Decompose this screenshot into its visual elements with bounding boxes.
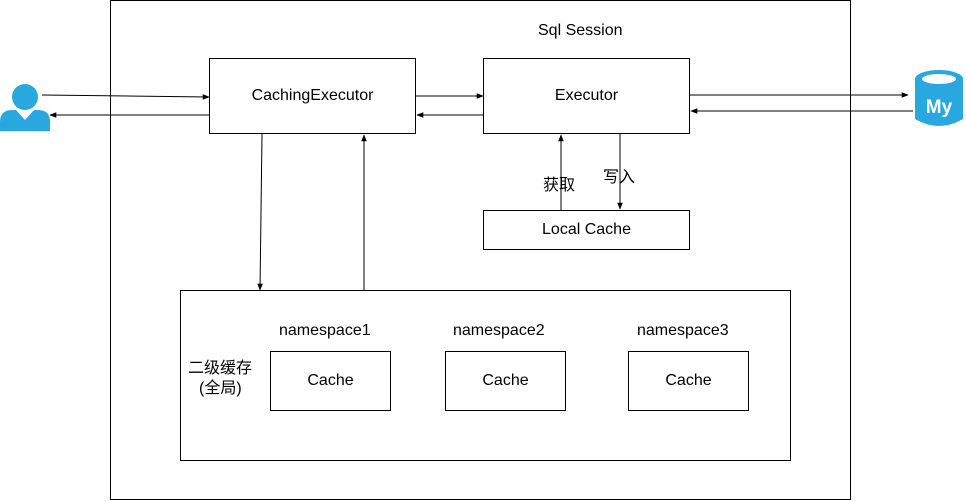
second-level-cache-scope: (全局) [199, 380, 242, 397]
namespace-cache-2-label: Cache [482, 372, 529, 389]
user-icon [0, 84, 50, 131]
namespace-cache-3: Cache [628, 351, 749, 411]
svg-text:My: My [926, 97, 953, 118]
mysql-database-icon: My [915, 70, 963, 126]
write-label: 写入 [603, 169, 636, 186]
sql-session-title: Sql Session [538, 22, 623, 39]
second-level-cache-title: 二级缓存 [188, 360, 253, 377]
namespace-cache-2: Cache [445, 351, 566, 411]
caching-executor-to-second-level-cache-arrow [257, 133, 263, 291]
user-to-caching-executor-arrow [41, 94, 210, 100]
namespace-label-3: namespace3 [637, 322, 729, 339]
namespace-cache-3-label: Cache [665, 372, 712, 389]
namespace-label-2: namespace2 [453, 322, 545, 339]
namespace-cache-1-label: Cache [307, 372, 354, 389]
fetch-label: 获取 [543, 177, 576, 194]
executor-label: Executor [554, 87, 619, 104]
executor-node: Executor [483, 58, 690, 134]
caching-executor-label: CachingExecutor [251, 87, 374, 104]
local-cache-node: Local Cache [483, 210, 690, 250]
namespace-cache-1: Cache [270, 351, 391, 411]
local-cache-label: Local Cache [542, 221, 631, 238]
namespace-label-1: namespace1 [279, 322, 371, 339]
